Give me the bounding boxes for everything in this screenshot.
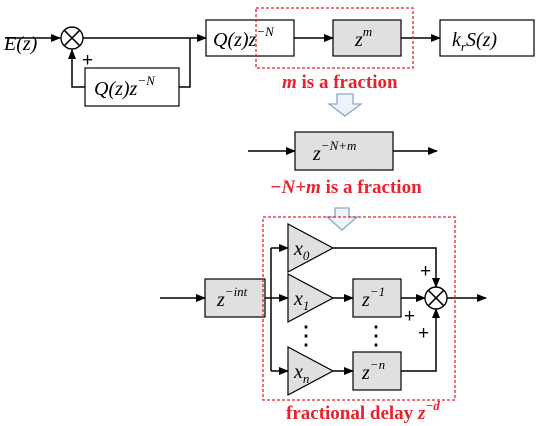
gain-xn bbox=[287, 346, 335, 396]
gain-x1 bbox=[287, 273, 335, 323]
z-minus-1-block bbox=[352, 278, 402, 318]
gain-x0-label: x0 bbox=[293, 238, 310, 263]
note-n-m-fraction: −N+m is a fraction bbox=[270, 177, 422, 198]
plus-sign-b: + bbox=[404, 306, 415, 327]
mid-delay-block-label: z−N+m bbox=[312, 138, 356, 165]
kr-block bbox=[439, 19, 535, 57]
fractional-delay-box bbox=[262, 216, 456, 401]
note-m-fraction: m is a fraction bbox=[282, 72, 398, 93]
input-label: E(z) bbox=[3, 33, 38, 55]
x0-to-sum bbox=[333, 247, 440, 288]
feedback-block bbox=[84, 67, 180, 107]
z-minus-1-label: z−1 bbox=[361, 284, 385, 311]
zm-block-label: zm bbox=[354, 24, 372, 51]
kr-block-label: krS(z) bbox=[452, 29, 497, 54]
plus-sign-c: + bbox=[418, 323, 429, 344]
zn-to-sum bbox=[401, 308, 440, 372]
dots-right: ⋮ bbox=[363, 321, 389, 350]
gain-xn-label: xn bbox=[293, 361, 309, 386]
q-delay-block-label: Q(z)z−N bbox=[213, 24, 275, 51]
summing-junction-bottom bbox=[424, 286, 448, 310]
down-arrow-1 bbox=[327, 93, 363, 117]
gain-x0 bbox=[287, 223, 335, 273]
summing-junction-top bbox=[60, 26, 84, 50]
feedback-tap bbox=[179, 38, 191, 88]
int-delay-block-label: z−int bbox=[216, 284, 248, 311]
feedback-plus-sign: + bbox=[82, 50, 93, 71]
fraction-highlight-top bbox=[255, 7, 414, 69]
zm-block bbox=[332, 19, 402, 57]
z-minus-n-block bbox=[352, 351, 402, 391]
fractional-delay-caption: fractional delay z−d bbox=[286, 398, 440, 424]
int-delay-block bbox=[204, 278, 266, 318]
dots-left: ⋮ bbox=[293, 321, 319, 350]
down-arrow-2 bbox=[325, 207, 359, 231]
plus-sign-a: + bbox=[420, 261, 431, 282]
gain-x1-label: x1 bbox=[293, 288, 309, 313]
feedback-return-arrow bbox=[68, 49, 85, 88]
q-delay-block bbox=[205, 19, 295, 57]
mid-delay-block bbox=[294, 131, 394, 171]
z-minus-n-label: z−n bbox=[361, 357, 385, 384]
feedback-block-label: Q(z)z−N bbox=[94, 73, 156, 100]
